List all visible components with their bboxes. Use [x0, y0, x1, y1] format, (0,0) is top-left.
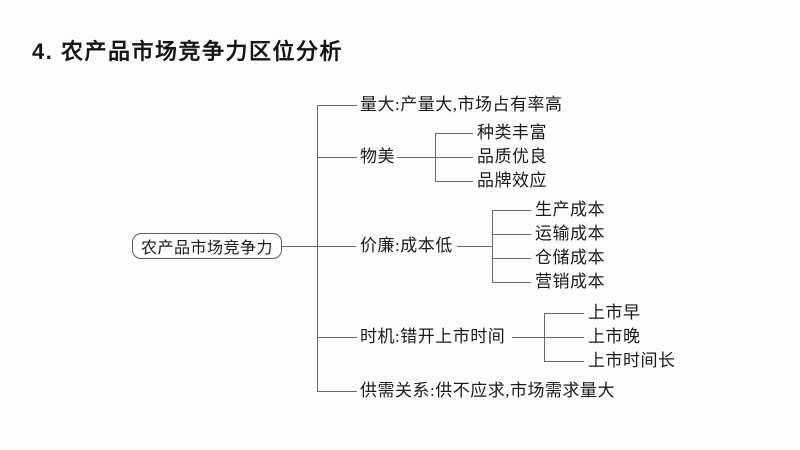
leaf-tick-line — [435, 133, 473, 134]
leaf-tick-line — [435, 157, 473, 158]
root-node-label: 农产品市场竞争力 — [140, 240, 273, 257]
branch-tick-line — [317, 391, 357, 392]
branch-label-wumei: 物美 — [360, 147, 395, 166]
leaf-label-zhonglei: 种类丰富 — [477, 123, 547, 142]
branch-label-jialian: 价廉:成本低 — [360, 236, 453, 255]
branch-label-liangda: 量大:产量大,市场占有率高 — [360, 95, 563, 114]
branch-tick-line — [317, 157, 357, 158]
leaf-label-cangchu: 仓储成本 — [535, 248, 605, 267]
leaf-tick-line — [544, 361, 584, 362]
branch-tick-line — [317, 105, 357, 106]
leaf-tick-line — [492, 234, 531, 235]
main-spine-line — [317, 105, 318, 391]
leaf-tick-line — [435, 181, 473, 182]
leaf-tick-line — [492, 210, 531, 211]
leaf-tick-line — [492, 258, 531, 259]
leaf-tick-line — [544, 313, 584, 314]
leaf-label-shijianchang: 上市时间长 — [588, 351, 676, 370]
leaf-label-yunshu: 运输成本 — [535, 224, 605, 243]
leaf-tick-line — [544, 337, 584, 338]
leaf-label-pinzhi: 品质优良 — [477, 147, 547, 166]
shiji-link-line — [512, 337, 544, 338]
leaf-tick-line — [492, 282, 531, 283]
leaf-label-shangshiwan: 上市晚 — [588, 327, 641, 346]
branch-tick-line — [317, 337, 357, 338]
leaf-label-shangshizao: 上市早 — [588, 303, 641, 322]
jialian-spine-line — [492, 210, 493, 282]
root-node-box: 农产品市场竞争力 — [132, 233, 282, 259]
root-connector-line — [282, 246, 356, 247]
leaf-label-shengchan: 生产成本 — [535, 200, 605, 219]
branch-label-shiji: 时机:错开上市时间 — [360, 327, 506, 346]
branch-label-gongxu: 供需关系:供不应求,市场需求量大 — [360, 381, 615, 400]
jialian-link-line — [457, 246, 492, 247]
page-title: 4. 农产品市场竞争力区位分析 — [32, 39, 343, 64]
wumei-link-line — [397, 157, 435, 158]
leaf-label-yingxiao: 营销成本 — [535, 272, 605, 291]
leaf-label-pinpai: 品牌效应 — [477, 171, 547, 190]
